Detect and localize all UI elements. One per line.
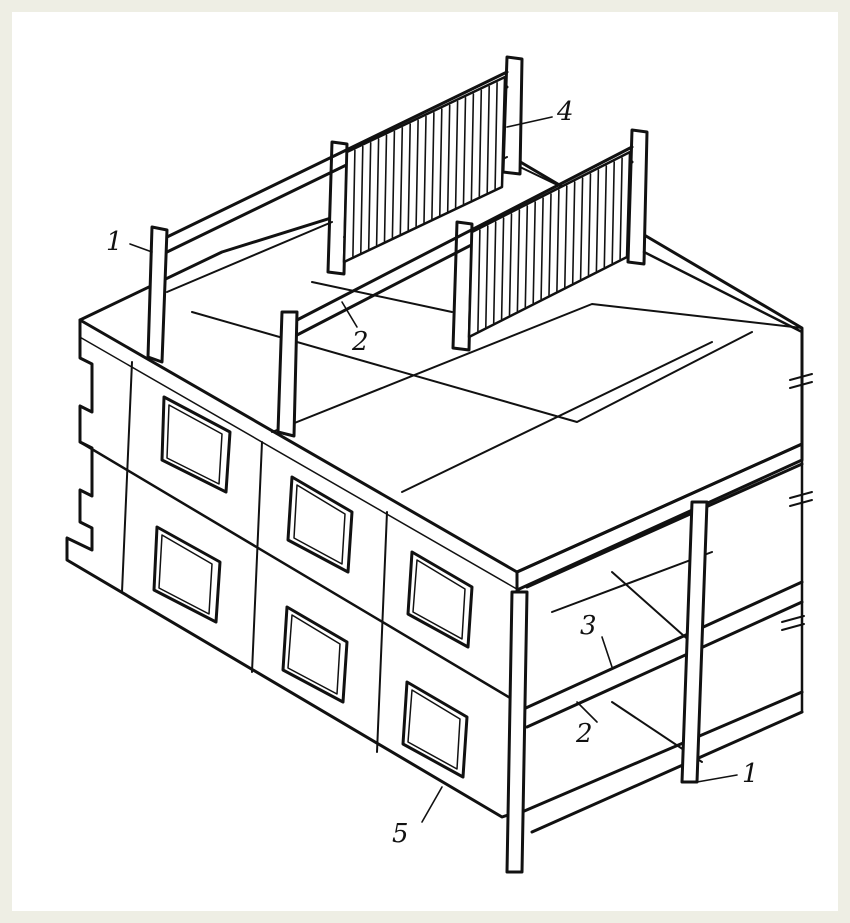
window-openings [152,395,474,779]
drawing-sheet: 1 2 4 3 2 1 5 [12,12,838,911]
building-frame-diagram: 1 2 4 3 2 1 5 [65,55,813,874]
callout-1-bottom: 1 [742,759,759,789]
callout-4: 4 [556,97,574,127]
callout-3: 3 [580,611,597,641]
frame-columns [505,330,804,874]
callout-labels: 1 2 4 3 2 1 5 [106,97,759,849]
exterior-wall-panels [65,336,519,819]
callout-5: 5 [392,819,409,849]
callout-2-top: 2 [351,327,369,357]
callout-1-top: 1 [106,227,123,257]
hatched-panels [342,75,632,339]
callout-2-bottom: 2 [575,719,593,749]
callout-leaders [129,116,738,823]
